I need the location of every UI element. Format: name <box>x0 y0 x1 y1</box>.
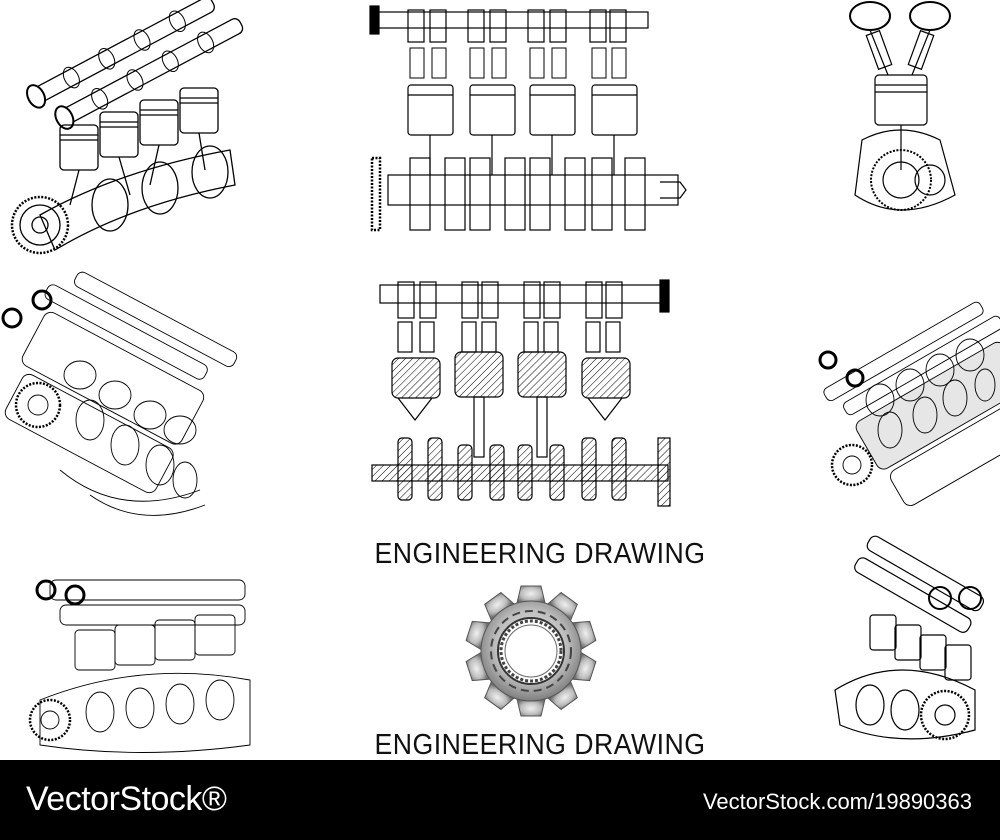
drawing-canvas: ENGINEERING DRAWING ENGINEERING DRAWING <box>1 0 1000 761</box>
caption-top: ENGINEERING DRAWING <box>374 538 706 570</box>
brand-logo: VectorStock® <box>26 780 227 818</box>
engine-iso-view-icon <box>10 0 244 255</box>
engine-wireframe-bottom-left-icon <box>28 579 251 753</box>
watermark-footer: VectorStock® VectorStock.com/19890363 <box>0 760 1000 840</box>
engine-wireframe-left-icon <box>1 271 238 516</box>
engine-wireframe-right-icon <box>818 301 1000 506</box>
engine-iso-view-right-icon <box>834 535 985 741</box>
image-id: VectorStock.com/19890363 <box>702 789 972 814</box>
engine-front-view-icon <box>369 5 687 232</box>
caption-bottom: ENGINEERING DRAWING <box>374 729 706 761</box>
gear-icon <box>465 585 597 717</box>
engine-side-view-icon <box>849 1 956 211</box>
engine-front-view-shaded-icon <box>371 279 671 507</box>
